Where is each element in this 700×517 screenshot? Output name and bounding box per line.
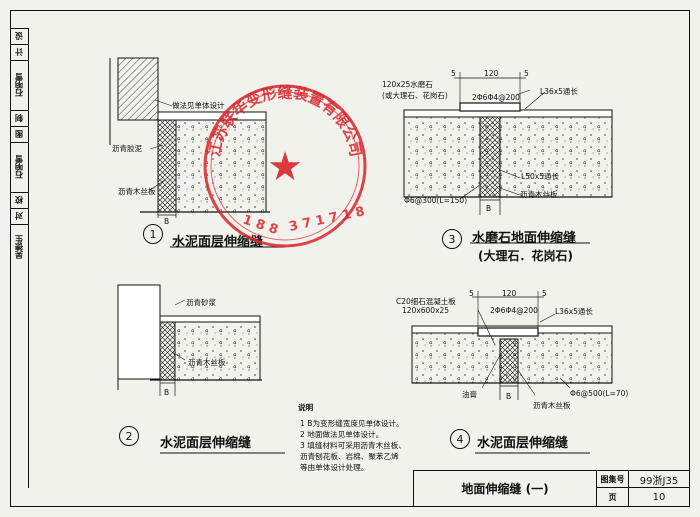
detail-1-label: 做法见单体设计 [172, 101, 225, 110]
detail-3-label: B [486, 204, 492, 213]
detail-4-caption: 水泥面层伸缩缝 [477, 436, 569, 451]
detail-1-number: 1 [143, 224, 163, 244]
detail-3-label: 5 [524, 69, 529, 78]
page-label: 页 [597, 488, 629, 506]
detail-4-label: 2Φ6Φ4@200 [490, 306, 538, 315]
detail-4-number: 4 [450, 429, 470, 449]
detail-2-label: 沥青砂浆 [186, 298, 216, 307]
atlas-label: 图集号 [597, 471, 629, 488]
detail-4-label: Φ6@500(L=70) [570, 389, 629, 398]
company-seal: 江苏联华变形缝装置有限公司 ★ 1 8 8 3 7 1 7 1 8 [203, 83, 367, 248]
detail-2-number: 2 [119, 426, 139, 446]
seal-phone-right: 3 7 1 7 1 8 [288, 204, 366, 235]
detail-3-label: 5 [451, 69, 456, 78]
seal-phone-left: 1 8 8 [241, 213, 280, 238]
detail-1-label: B [164, 217, 170, 226]
sheet-title: 地面伸缩缝 (一) [414, 471, 597, 506]
detail-4-label: L36x5通长 [555, 307, 593, 316]
detail-4-label: B [506, 392, 512, 401]
atlas-number: 99浙J35 [629, 471, 689, 488]
detail-2-label: 沥青木丝板 [188, 358, 226, 367]
note-line: 3 填缝材料可采用沥青木丝板、 [300, 441, 406, 450]
detail-1-label: 沥青胶泥 [112, 144, 142, 153]
detail-4-label: 沥青木丝板 [533, 401, 571, 410]
detail-3-label: 120 [484, 69, 499, 78]
detail-2-label: B [164, 388, 170, 397]
note-line: 1 B为变形缝宽度见单体设计。 [300, 419, 404, 428]
note-line: 2 地面做法见单体设计。 [300, 430, 384, 439]
detail-3-label: 2Φ6Φ4@200 [472, 93, 520, 102]
detail-3-number: 3 [442, 229, 462, 249]
title-block: 地面伸缩缝 (一) 图集号 99浙J35 页 10 [413, 470, 690, 507]
detail-4-label: 120 [502, 289, 517, 298]
seal-star-icon: ★ [267, 144, 303, 190]
detail-3-caption: 水磨石地面伸缩缝 [472, 231, 577, 246]
detail-2-caption: 水泥面层伸缩缝 [160, 436, 252, 451]
detail-4-label: C20细石混凝土板 [396, 297, 456, 306]
detail-4-label: 120x600x25 [402, 306, 450, 315]
detail-3-label: L36x5通长 [540, 87, 578, 96]
signature-strip: 设 计 石响雪 制 图 石响雪 校 对 吴德生 [10, 28, 29, 488]
detail-1-caption: 水泥面层伸缩缝 [172, 235, 264, 250]
detail-2-drawing [117, 284, 262, 396]
detail-3-drawing [403, 72, 613, 215]
detail-3-label: L50x5通长 [521, 172, 559, 181]
detail-4-label: 5 [469, 289, 474, 298]
detail-3-subcaption: (大理石．花岗石) [478, 249, 573, 263]
note-line: 等由单体设计处理。 [300, 463, 369, 472]
sheet-frame [10, 10, 690, 507]
detail-1-drawing [109, 57, 270, 218]
detail-4-label: 油膏 [462, 390, 477, 399]
detail-3-label: (或大理石、花岗石) [382, 91, 448, 100]
notes-heading: 说明 [298, 403, 314, 412]
note-line: 沥青刨花板、岩棉、聚苯乙烯 [300, 452, 399, 461]
detail-3-label: 120x25水磨石 [382, 80, 433, 89]
detail-3-label: Φ6@300(L=150) [404, 196, 468, 205]
detail-3-label: 沥青木丝板 [520, 190, 558, 199]
detail-4-label: 5 [542, 289, 547, 298]
detail-1-label: 沥青木丝板 [118, 187, 156, 196]
detail-4-drawing [411, 291, 613, 400]
page-number: 10 [652, 491, 666, 503]
